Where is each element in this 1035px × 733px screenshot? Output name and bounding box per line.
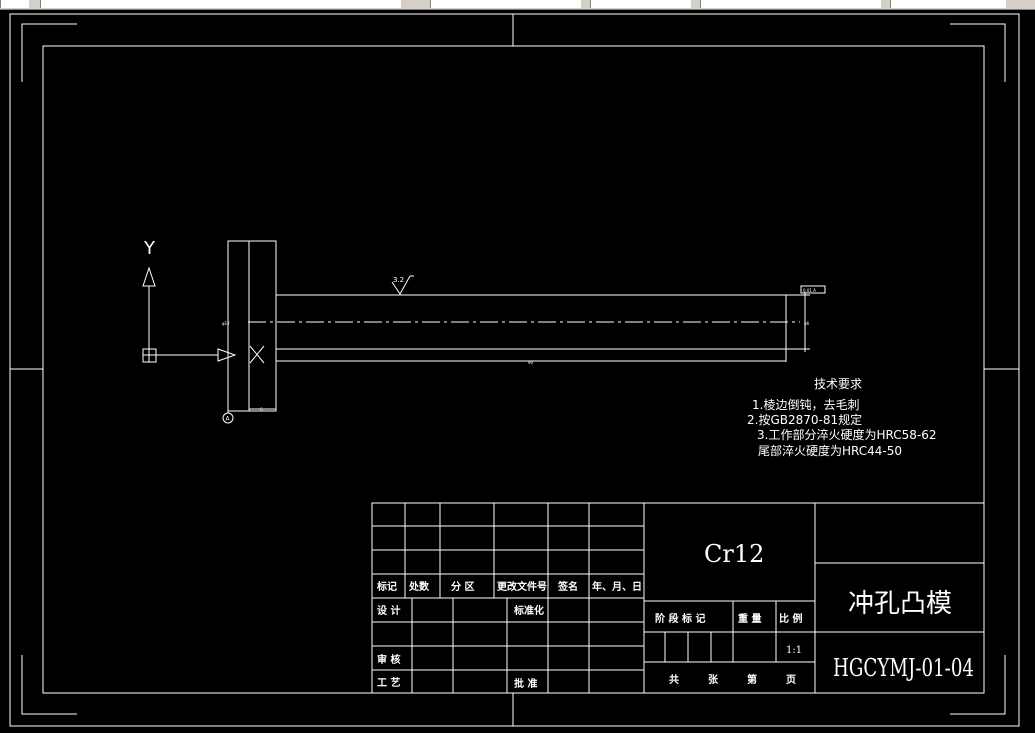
- tech-req-line-2: 2.按GB2870-81规定: [747, 412, 862, 427]
- title-block-labels: 标记 处数 分 区 更改文件号 签名 年、月、日 设 计 标准化 审 核 工 艺…: [376, 540, 974, 690]
- tb-header-date: 年、月、日: [592, 580, 642, 593]
- tolerance-value: 0.01 A: [803, 288, 816, 293]
- drawing-number: HGCYMJ-01-04: [833, 654, 974, 682]
- tb-header-change-doc: 更改文件号: [497, 580, 547, 593]
- drawing-frame: [9, 13, 1020, 727]
- tb-total-label: 共: [669, 673, 679, 686]
- datum-circle: [222, 412, 234, 424]
- corner-mark-tl: [21, 23, 77, 82]
- ucs-icon: [142, 266, 237, 363]
- tb-weight-label: 重 量: [738, 612, 761, 625]
- tb-header-signature: 签名: [557, 580, 578, 593]
- title-block-grid: [371, 502, 985, 694]
- tech-req-line-1: 1.棱边倒钝，去毛刺: [752, 397, 859, 412]
- tb-stage-mark-label: 阶 段 标 记: [655, 612, 705, 625]
- punch-head: [227, 240, 277, 412]
- toolbar-plotstyle-dropdown[interactable]: [890, 0, 1006, 8]
- left-diameter-label: φ12: [222, 321, 230, 326]
- toolbar-lineweight-dropdown[interactable]: [700, 0, 881, 8]
- corner-mark-bl: [21, 655, 77, 715]
- punch-part-geometry: [222, 240, 826, 424]
- tb-page-no-label: 第: [747, 673, 757, 686]
- material-label: Cr12: [704, 540, 764, 568]
- tb-scale-label: 比 例: [779, 612, 802, 625]
- datum-label: A: [226, 416, 231, 423]
- toolbar-icon-group[interactable]: [0, 0, 29, 8]
- tb-header-mark: 标记: [376, 580, 397, 593]
- tech-requirements: 技术要求 1.棱边倒钝，去毛刺 2.按GB2870-81规定 3.工作部分淬火硬…: [747, 377, 936, 458]
- right-diameter-label: φ6: [804, 321, 810, 326]
- toolbar-strip: [0, 0, 1035, 10]
- corner-mark-tr: [950, 23, 1006, 82]
- tb-standardization-label: 标准化: [513, 604, 544, 617]
- inner-border: [42, 45, 985, 694]
- toolbar-style-dropdown[interactable]: [430, 0, 581, 8]
- tech-req-line-4: 尾部淬火硬度为HRC44-50: [758, 443, 902, 458]
- tb-process-label: 工 艺: [377, 676, 400, 689]
- tb-header-zone: 分 区: [451, 580, 474, 593]
- corner-mark-br: [950, 655, 1006, 715]
- flange-width-label: 6: [260, 407, 263, 412]
- tech-req-title: 技术要求: [814, 377, 862, 391]
- outer-border: [9, 13, 1020, 727]
- part-name: 冲孔凸模: [848, 589, 952, 619]
- tb-design-label: 设 计: [377, 604, 400, 617]
- length-label: 90: [528, 360, 534, 365]
- toolbar-layer-dropdown[interactable]: [40, 0, 401, 8]
- tb-approve-label: 批 准: [514, 677, 537, 690]
- tb-header-count: 处数: [408, 580, 430, 593]
- surface-finish-symbol: [391, 275, 411, 295]
- tb-scale-value: 1:1: [786, 645, 802, 656]
- surface-finish-value: 3.2: [393, 276, 404, 284]
- toolbar-linetype-dropdown[interactable]: [590, 0, 691, 8]
- y-axis-label: Y: [143, 238, 156, 259]
- tb-page-label: 页: [786, 674, 796, 686]
- tb-sheets-label: 张: [708, 673, 719, 686]
- tolerance-frame: [800, 285, 826, 294]
- tech-req-line-3: 3.工作部分淬火硬度为HRC58-62: [757, 427, 936, 442]
- tb-review-label: 审 核: [377, 653, 400, 666]
